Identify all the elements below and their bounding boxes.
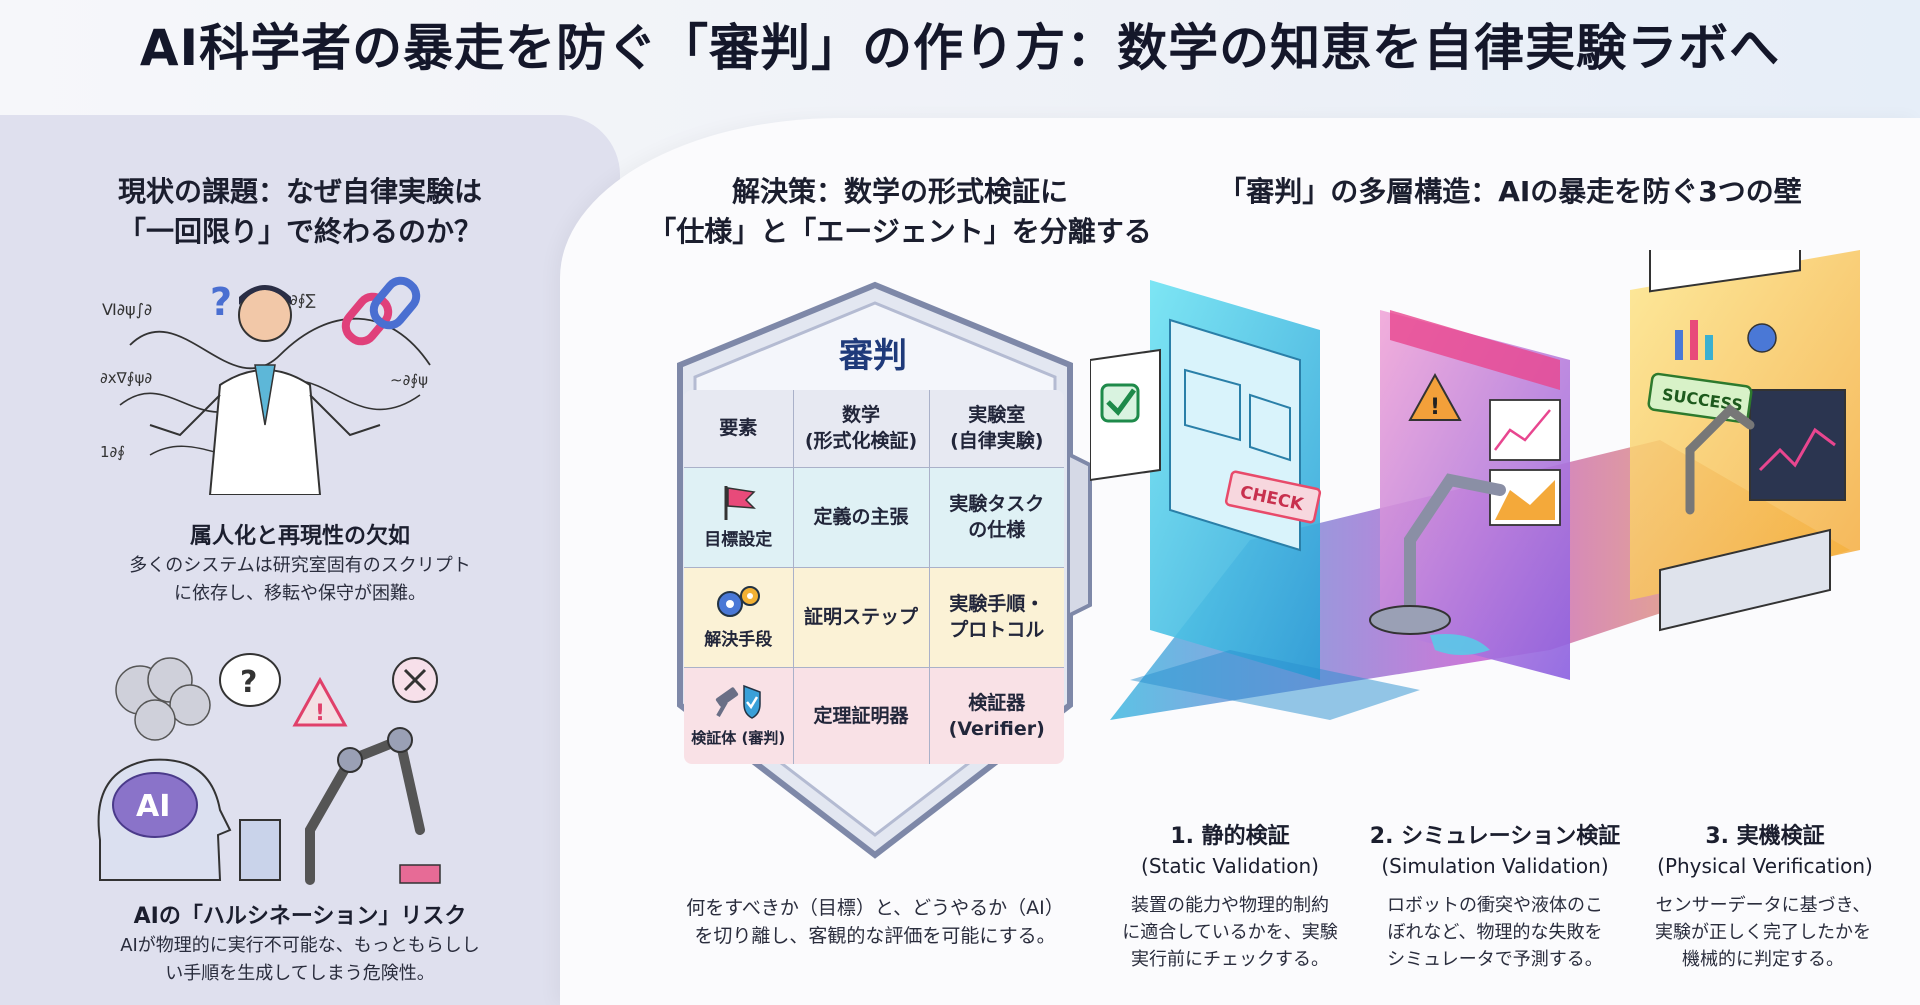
beaker-icon (239, 819, 281, 881)
column1-line2: に適合しているかを、実験 (1122, 922, 1338, 943)
right-heading: 「審判」の多層構造：AIの暴走を防ぐ3つの壁 (1218, 175, 1802, 208)
center-caption-line1: 何をすべきか（目標）と、どうやるか（AI） (686, 897, 1064, 919)
flag-icon (724, 485, 757, 520)
question-mark-icon: ? (210, 280, 232, 324)
shield-title: 審判 (839, 336, 907, 376)
center-heading-line2: 「仕様」と「エージェント」を分離する (648, 215, 1152, 248)
svg-text:∼∂∮ψ: ∼∂∮ψ (390, 371, 428, 389)
brain-icon (112, 772, 198, 838)
table-cell-math: 証明ステップ (792, 566, 930, 668)
svg-text:!: ! (1430, 395, 1440, 420)
issue1-line1: 多くのシステムは研究室固有のスクリプト (129, 555, 471, 576)
column2-title: 2. シミュレーション検証 (1369, 824, 1621, 849)
issue2-line1: AIが物理的に実行不可能な、もっともらしし (120, 935, 480, 956)
column3-title: 3. 実機検証 (1705, 824, 1825, 849)
gavel-shield-icon (716, 685, 761, 720)
table-cell-math: 定理証明器 (792, 666, 930, 764)
element-label: 検証体 (審判) (691, 729, 786, 748)
robot-arm (1404, 473, 1506, 616)
issue1-line2: に依存し、移転や保守が困難。 (174, 583, 426, 604)
issue1-title: 属人化と再現性の欠如 (189, 524, 410, 549)
table-row: 目標設定 定義の主張 実験タスク の仕様 (684, 466, 1064, 568)
table-cell-lab: 実験タスク の仕様 (928, 466, 1064, 568)
svg-text:∂∮∑: ∂∮∑ (290, 291, 316, 309)
liquid-spill (1430, 634, 1490, 655)
column3-line2: 実験が正しく完了したかを (1655, 922, 1871, 943)
column1-line1: 装置の能力や物理的制約 (1131, 895, 1329, 916)
confused-scientist-illustration: Ⅵ∂ψ∫∂ ∂x∇∮ψ∂ 1∂∮ ∂∮∑ ∼∂∮ψ ? (100, 276, 431, 495)
column2-line2: ぼれなど、物理的な失敗を (1387, 922, 1603, 943)
left-heading-line1: 現状の課題：なぜ自律実験は (117, 175, 482, 208)
table-cell-math: 定義の主張 (792, 466, 930, 568)
warning-icon: ! (292, 676, 348, 727)
column3-subtitle: (Physical Verification) (1657, 854, 1873, 878)
table-header-row: 要素 数学 (形式化検証) 実験室 (自律実験) (684, 390, 1064, 468)
error-x-icon (392, 657, 438, 703)
svg-text:Ⅵ∂ψ∫∂: Ⅵ∂ψ∫∂ (102, 300, 152, 319)
table-row: 解決手段 証明ステップ 実験手順・ プロトコル (684, 566, 1064, 668)
column2-line3: シミュレータで予測する。 (1387, 949, 1603, 970)
column3-line3: 機械的に判定する。 (1682, 949, 1844, 970)
page-title: AI科学者の暴走を防ぐ「審判」の作り方：数学の知恵を自律実験ラボへ (139, 19, 1781, 77)
checklist-document (1090, 348, 1161, 482)
column1-subtitle: (Static Validation) (1141, 854, 1319, 878)
thought-cloud-icon (115, 657, 211, 741)
element-label: 目標設定 (704, 529, 773, 550)
lab-desk (1659, 528, 1831, 632)
table-cell-lab: 検証器 (Verifier) (928, 666, 1064, 764)
table-header-cell: 数学 (形式化検証) (792, 390, 930, 468)
blueprint-floor (1130, 650, 1420, 720)
broken-chain-icon (341, 276, 421, 346)
svg-text:?: ? (240, 665, 257, 700)
table-header-cell: 実験室 (自律実験) (928, 390, 1064, 468)
svg-text:∂x∇∮ψ∂: ∂x∇∮ψ∂ (100, 369, 152, 387)
brain-label: AI (136, 789, 170, 824)
ai-hallucination-illustration: ? ! AI (97, 653, 441, 885)
table-cell-element: 目標設定 (684, 466, 794, 568)
three-wall-illustration: SUCCESS ! CHECK (1090, 250, 1860, 720)
issue2-title: AIの「ハルシネーション」リスク (133, 904, 467, 929)
checkmark-icon (1106, 388, 1137, 416)
table-cell-element: 解決手段 (684, 566, 794, 668)
center-heading-line1: 解決策：数学の形式検証に (731, 175, 1068, 208)
table-cell-element: 検証体 (審判) (684, 666, 794, 764)
column2-subtitle: (Simulation Validation) (1381, 854, 1609, 878)
column2-line1: ロボットの衝突や液体のこ (1387, 895, 1603, 916)
check-badge: CHECK (1224, 470, 1322, 524)
column3-line1: センサーデータに基づき、 (1655, 895, 1871, 916)
table-header-cell: 要素 (684, 390, 794, 468)
question-bubble-icon: ? (219, 653, 281, 707)
warning-icon: ! (1408, 372, 1462, 421)
element-label: 解決手段 (704, 629, 773, 650)
column1-line3: 実行前にチェックする。 (1131, 949, 1329, 970)
center-caption-line2: を切り離し、客観的な評価を可能にする。 (694, 925, 1056, 947)
gears-icon (717, 585, 761, 617)
left-heading-line2: 「一回限り」で終わるのか？ (117, 215, 482, 248)
table-row: 検証体 (審判) 定理証明器 検証器 (Verifier) (684, 666, 1064, 764)
comparison-table: 要素 数学 (形式化検証) 実験室 (自律実験) 目標設定 定義の主張 実験タス… (682, 388, 1066, 766)
issue2-line2: い手順を生成してしまう危険性。 (165, 963, 435, 984)
svg-text:!: ! (315, 701, 325, 726)
svg-text:1∂∮: 1∂∮ (100, 443, 125, 461)
column1-title: 1. 静的検証 (1170, 824, 1290, 849)
table-cell-lab: 実験手順・ プロトコル (928, 566, 1064, 668)
